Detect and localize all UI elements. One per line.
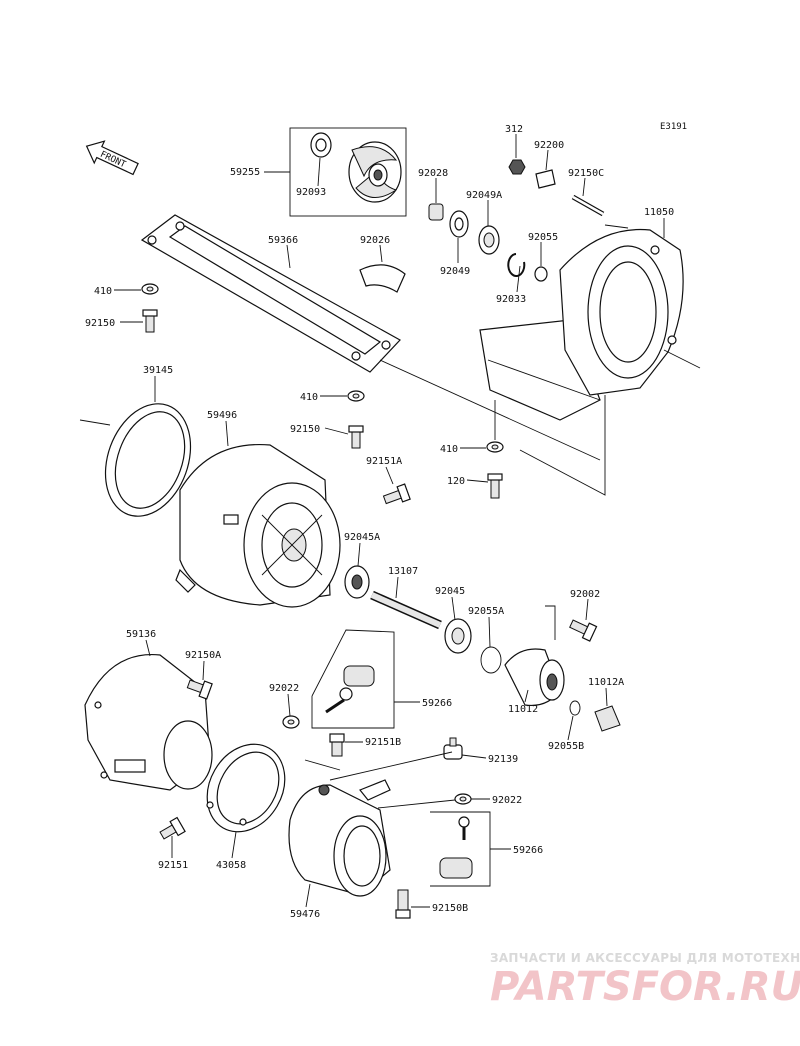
inset-box-59266-a: [311, 629, 395, 729]
front-arrow-icon: FRONT: [85, 140, 139, 176]
label-410-a[interactable]: 410: [94, 286, 112, 297]
label-59496[interactable]: 59496: [207, 410, 237, 421]
valve-59266-b-icon: [439, 816, 473, 879]
label-92151[interactable]: 92151: [158, 860, 188, 871]
label-13107[interactable]: 13107: [388, 566, 418, 577]
bolt-92151A-icon: [382, 483, 411, 505]
label-92093[interactable]: 92093: [296, 187, 326, 198]
valve-59266-a-icon: [325, 665, 375, 714]
label-92150C[interactable]: 92150C: [568, 168, 604, 179]
plug-11012A-icon: [594, 705, 621, 732]
label-11012A[interactable]: 11012A: [588, 677, 624, 688]
label-92045A[interactable]: 92045A: [344, 532, 380, 543]
bolt-92150-b-icon: [348, 425, 364, 449]
pump-housing-11050-icon: [479, 228, 684, 421]
label-92026[interactable]: 92026: [360, 235, 390, 246]
circlip-92033-icon: [507, 253, 526, 277]
label-92150-a[interactable]: 92150: [85, 318, 115, 329]
part-labels: 312 92200 92150C 59255 92093 92028 92049…: [85, 124, 674, 920]
stud-92150C-icon: [571, 194, 605, 217]
label-410-c[interactable]: 410: [440, 444, 458, 455]
label-92200[interactable]: 92200: [534, 140, 564, 151]
label-59255[interactable]: 59255: [230, 167, 260, 178]
label-410-b[interactable]: 410: [300, 392, 318, 403]
label-92045[interactable]: 92045: [435, 586, 465, 597]
label-312[interactable]: 312: [505, 124, 523, 135]
bearing-92049A-icon: [478, 225, 500, 255]
label-59266-a[interactable]: 59266: [422, 698, 452, 709]
label-59476[interactable]: 59476: [290, 909, 320, 920]
bolt-92151-icon: [159, 816, 186, 840]
ring-43058-icon: [206, 743, 286, 833]
collar-92028-icon: [428, 203, 444, 221]
impeller-icon: [348, 141, 402, 203]
label-92049[interactable]: 92049: [440, 266, 470, 277]
label-92002[interactable]: 92002: [570, 589, 600, 600]
label-92028[interactable]: 92028: [418, 168, 448, 179]
oring-92055B-icon: [569, 700, 581, 716]
watermark: ЗАПЧАСТИ И АКСЕССУАРЫ ДЛЯ МОТОТЕХНИКИ PA…: [490, 951, 800, 1010]
nut-312-icon: [508, 159, 526, 175]
label-92151A[interactable]: 92151A: [366, 456, 402, 467]
label-92022-a[interactable]: 92022: [269, 683, 299, 694]
label-92151B[interactable]: 92151B: [365, 737, 401, 748]
ride-plate-59366-icon: [140, 214, 401, 373]
plate-92200-icon: [535, 169, 556, 189]
seal-92093-icon: [310, 132, 332, 158]
bolt-92151B-icon: [329, 733, 345, 757]
shaft-13107-icon: [370, 590, 442, 630]
label-92049A[interactable]: 92049A: [466, 190, 502, 201]
bearing-92045-icon: [444, 618, 472, 654]
label-59366[interactable]: 59366: [268, 235, 298, 246]
label-11012[interactable]: 11012: [508, 704, 538, 715]
label-92139[interactable]: 92139: [488, 754, 518, 765]
label-92033[interactable]: 92033: [496, 294, 526, 305]
label-59266-b[interactable]: 59266: [513, 845, 543, 856]
label-92150A[interactable]: 92150A: [185, 650, 221, 661]
bolt-92150-icon: [142, 309, 158, 333]
watermark-brand: PARTSFOR.RU: [490, 964, 800, 1010]
label-59136[interactable]: 59136: [126, 629, 156, 640]
bolt-92002-icon: [569, 619, 598, 642]
diagram-code: E3191: [660, 122, 687, 132]
cap-11012-icon: [504, 648, 565, 707]
label-92055A[interactable]: 92055A: [468, 606, 504, 617]
bearing-92049-icon: [449, 210, 469, 238]
nozzle-59476-icon: [288, 779, 391, 897]
label-92022-b[interactable]: 92022: [492, 795, 522, 806]
label-39145[interactable]: 39145: [143, 365, 173, 376]
cover-59136-icon: [84, 653, 213, 791]
bolt-92150B-icon: [395, 889, 411, 919]
label-92150-b[interactable]: 92150: [290, 424, 320, 435]
label-92055B[interactable]: 92055B: [548, 741, 584, 752]
pump-body-59496-icon: [175, 443, 341, 608]
bolt-92150A-icon: [186, 679, 213, 700]
collar-92139-icon: [443, 737, 463, 760]
label-11050[interactable]: 11050: [644, 207, 674, 218]
oring-92055A-icon: [480, 646, 502, 674]
label-120[interactable]: 120: [447, 476, 465, 487]
oring-92055-icon: [534, 266, 548, 282]
shim-92026-icon: [359, 264, 406, 293]
label-92055[interactable]: 92055: [528, 232, 558, 243]
label-43058[interactable]: 43058: [216, 860, 246, 871]
bolt-120-icon: [487, 473, 503, 499]
ring-39145-icon: [104, 403, 192, 517]
label-92150B[interactable]: 92150B: [432, 903, 468, 914]
watermark-tagline: ЗАПЧАСТИ И АКСЕССУАРЫ ДЛЯ МОТОТЕХНИКИ: [490, 951, 800, 965]
bearing-92045A-icon: [344, 565, 370, 599]
